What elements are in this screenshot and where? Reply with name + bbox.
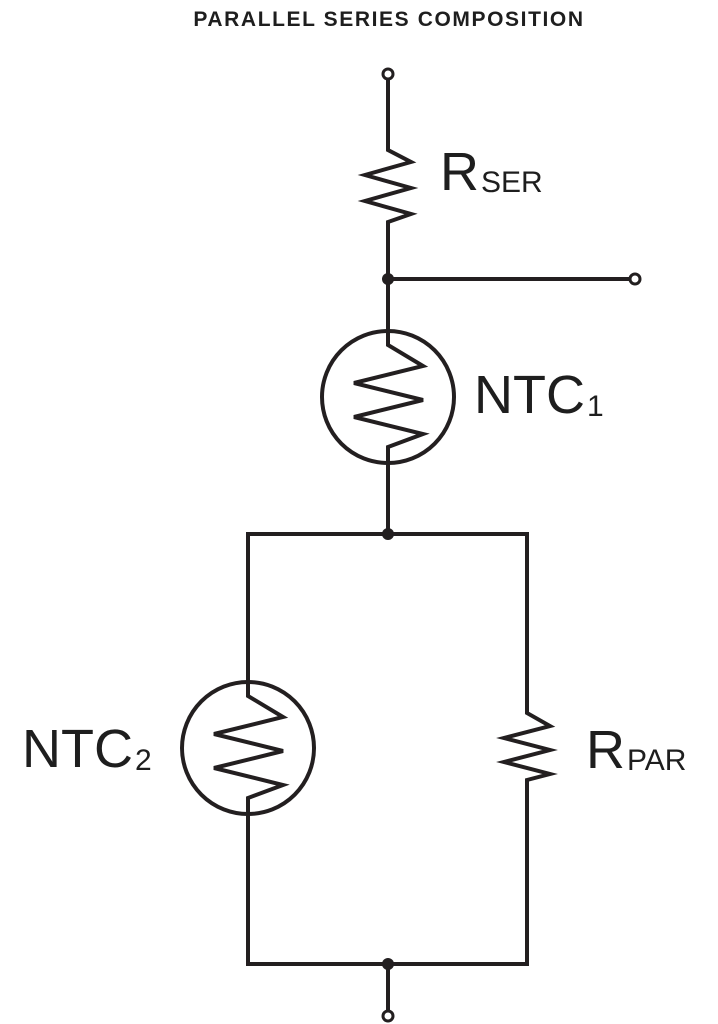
r-par-label: RPAR xyxy=(586,720,686,780)
ntc2-label-sub: 2 xyxy=(135,744,152,777)
r-par-resistor xyxy=(496,707,558,784)
ntc1-zigzag xyxy=(353,333,430,463)
r-par-label-sub: PAR xyxy=(627,744,686,777)
ntc2-thermistor xyxy=(180,680,316,816)
ntc1-ring xyxy=(320,329,456,465)
terminal-top xyxy=(381,67,395,81)
ntc2-label-main: NTC xyxy=(22,719,133,779)
ntc2-ring xyxy=(180,680,316,816)
diagram-title: PARALLEL SERIES COMPOSITION xyxy=(193,8,585,31)
r-ser-label-sub: SER xyxy=(481,166,543,199)
junction-node-output xyxy=(382,273,394,285)
ntc1-label-main: NTC xyxy=(474,365,585,425)
junction-node-parallel-bottom xyxy=(382,958,394,970)
ntc1-label: NTC1 xyxy=(474,365,604,425)
r-ser-label-main: R xyxy=(440,142,479,202)
r-par-label-main: R xyxy=(586,720,625,780)
ntc2-zigzag xyxy=(213,684,290,814)
r-ser-resistor xyxy=(357,140,419,228)
ntc1-label-sub: 1 xyxy=(587,390,604,423)
ntc1-thermistor xyxy=(320,329,456,465)
ntc2-label: NTC2 xyxy=(22,719,152,779)
terminal-bottom xyxy=(381,1009,395,1023)
terminal-output xyxy=(628,272,642,286)
junction-node-parallel-top xyxy=(382,528,394,540)
r-ser-label: RSER xyxy=(440,142,543,202)
